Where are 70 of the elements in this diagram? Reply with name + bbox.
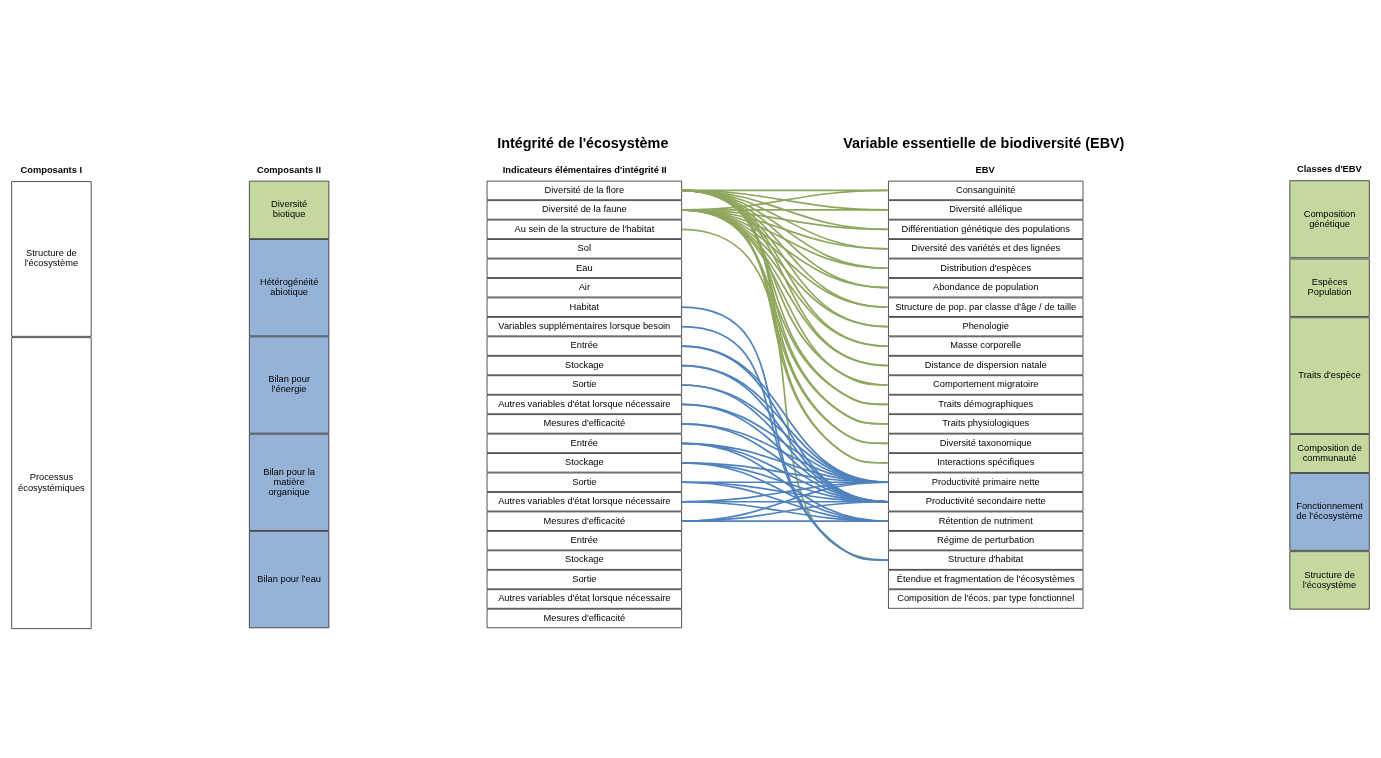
- node-box: Habitat: [486, 296, 683, 317]
- node-box: Fonctionnement de l'écosystème: [1289, 472, 1370, 551]
- node-box: Masse corporelle: [888, 335, 1084, 356]
- node-box: Structure de l'écosystème: [11, 180, 92, 337]
- node-box: Distribution d'espèces: [888, 258, 1084, 278]
- node-box: Consanguinité: [888, 180, 1084, 200]
- node-box: Abondance de population: [888, 277, 1084, 297]
- connector: [680, 480, 889, 522]
- node-box: Diversité taxonomique: [888, 433, 1084, 453]
- node-box: Bilan pour l'énergie: [248, 335, 330, 434]
- node-box: Diversité de la flore: [486, 180, 683, 200]
- node-box: Productivité primaire nette: [888, 472, 1084, 492]
- node-box: Autres variables d'état lorsque nécessaire: [486, 394, 683, 414]
- node-box: Stockage: [486, 355, 683, 375]
- node-box: Diversité des variétés et des lignées: [888, 238, 1084, 259]
- node-box: Autres variables d'état lorsque nécessaire: [486, 588, 683, 609]
- connector: [680, 442, 889, 522]
- label: Intégrité de l'écosystème: [497, 134, 669, 151]
- node-box: Espèces Population: [1289, 258, 1370, 317]
- node-box: Entrée: [486, 530, 683, 550]
- node-box: Traits physiologiques: [888, 413, 1084, 434]
- node-box: Diversité biotique: [248, 180, 330, 239]
- connector: [680, 228, 889, 561]
- node-box: Structure de l'écosystème: [1289, 550, 1370, 610]
- node-box: Variables supplémentaires lorsque besoin: [486, 316, 683, 336]
- node-box: Bilan pour l'eau: [248, 530, 330, 628]
- connector: [680, 500, 889, 522]
- node-box: Interactions spécifiques: [888, 452, 1084, 473]
- node-box: Au sein de la structure de l'habitat: [486, 219, 683, 239]
- node-box: Différentiation génétique des populations: [888, 219, 1084, 239]
- node-box: Distance de dispersion natale: [888, 355, 1084, 375]
- label: Composants I: [20, 164, 83, 175]
- label: Indicateurs élémentaires d'intégrité II: [502, 164, 667, 175]
- node-box: Phenologie: [888, 316, 1084, 336]
- node-box: Entrée: [486, 433, 683, 453]
- node-box: Diversité allélique: [888, 199, 1084, 220]
- label: Composants II: [256, 164, 322, 175]
- node-box: Mesures d'efficacité: [486, 608, 683, 628]
- node-box: Productivité secondaire nette: [888, 491, 1084, 511]
- node-box: Mesures d'efficacité: [486, 510, 683, 531]
- node-box: Sortie: [486, 472, 683, 492]
- connector: [680, 461, 889, 522]
- node-box: Processus écosystémiques: [11, 336, 92, 629]
- node-box: Bilan pour la matière organique: [248, 433, 330, 531]
- node-box: Structure de pop. par classe d'âge / de taille: [888, 296, 1084, 317]
- node-box: Rétention de nutriment: [888, 510, 1084, 531]
- node-box: Sortie: [486, 569, 683, 589]
- node-box: Traits démographiques: [888, 394, 1084, 414]
- label: Variable essentielle de biodiversité (EBV): [843, 134, 1125, 151]
- node-box: Composition de l'écos. par type fonctionnel: [888, 588, 1084, 609]
- node-box: Traits d'espèce: [1289, 316, 1370, 434]
- node-box: Sortie: [486, 374, 683, 395]
- node-box: Régime de perturbation: [888, 530, 1084, 550]
- node-box: Sol: [486, 238, 683, 259]
- node-box: Entrée: [486, 335, 683, 356]
- node-box: Mesures d'efficacité: [486, 413, 683, 434]
- node-box: Diversité de la faune: [486, 199, 683, 220]
- node-box: Composition génétique: [1289, 179, 1370, 258]
- node-box: Hétérogénéité abiotique: [248, 238, 330, 336]
- node-box: Stockage: [486, 452, 683, 473]
- node-box: Stockage: [486, 549, 683, 570]
- node-box: Autres variables d'état lorsque nécessaire: [486, 491, 683, 511]
- label: EBV: [975, 164, 995, 175]
- node-box: Eau: [486, 258, 683, 278]
- node-box: Air: [486, 277, 683, 297]
- node-box: Comportement migratoire: [888, 374, 1084, 395]
- node-box: Composition de communauté: [1289, 433, 1370, 473]
- node-box: Structure d'habitat: [888, 549, 1084, 570]
- connector: [680, 519, 889, 522]
- node-box: Étendue et fragmentation de l'écosystèmes: [888, 569, 1084, 589]
